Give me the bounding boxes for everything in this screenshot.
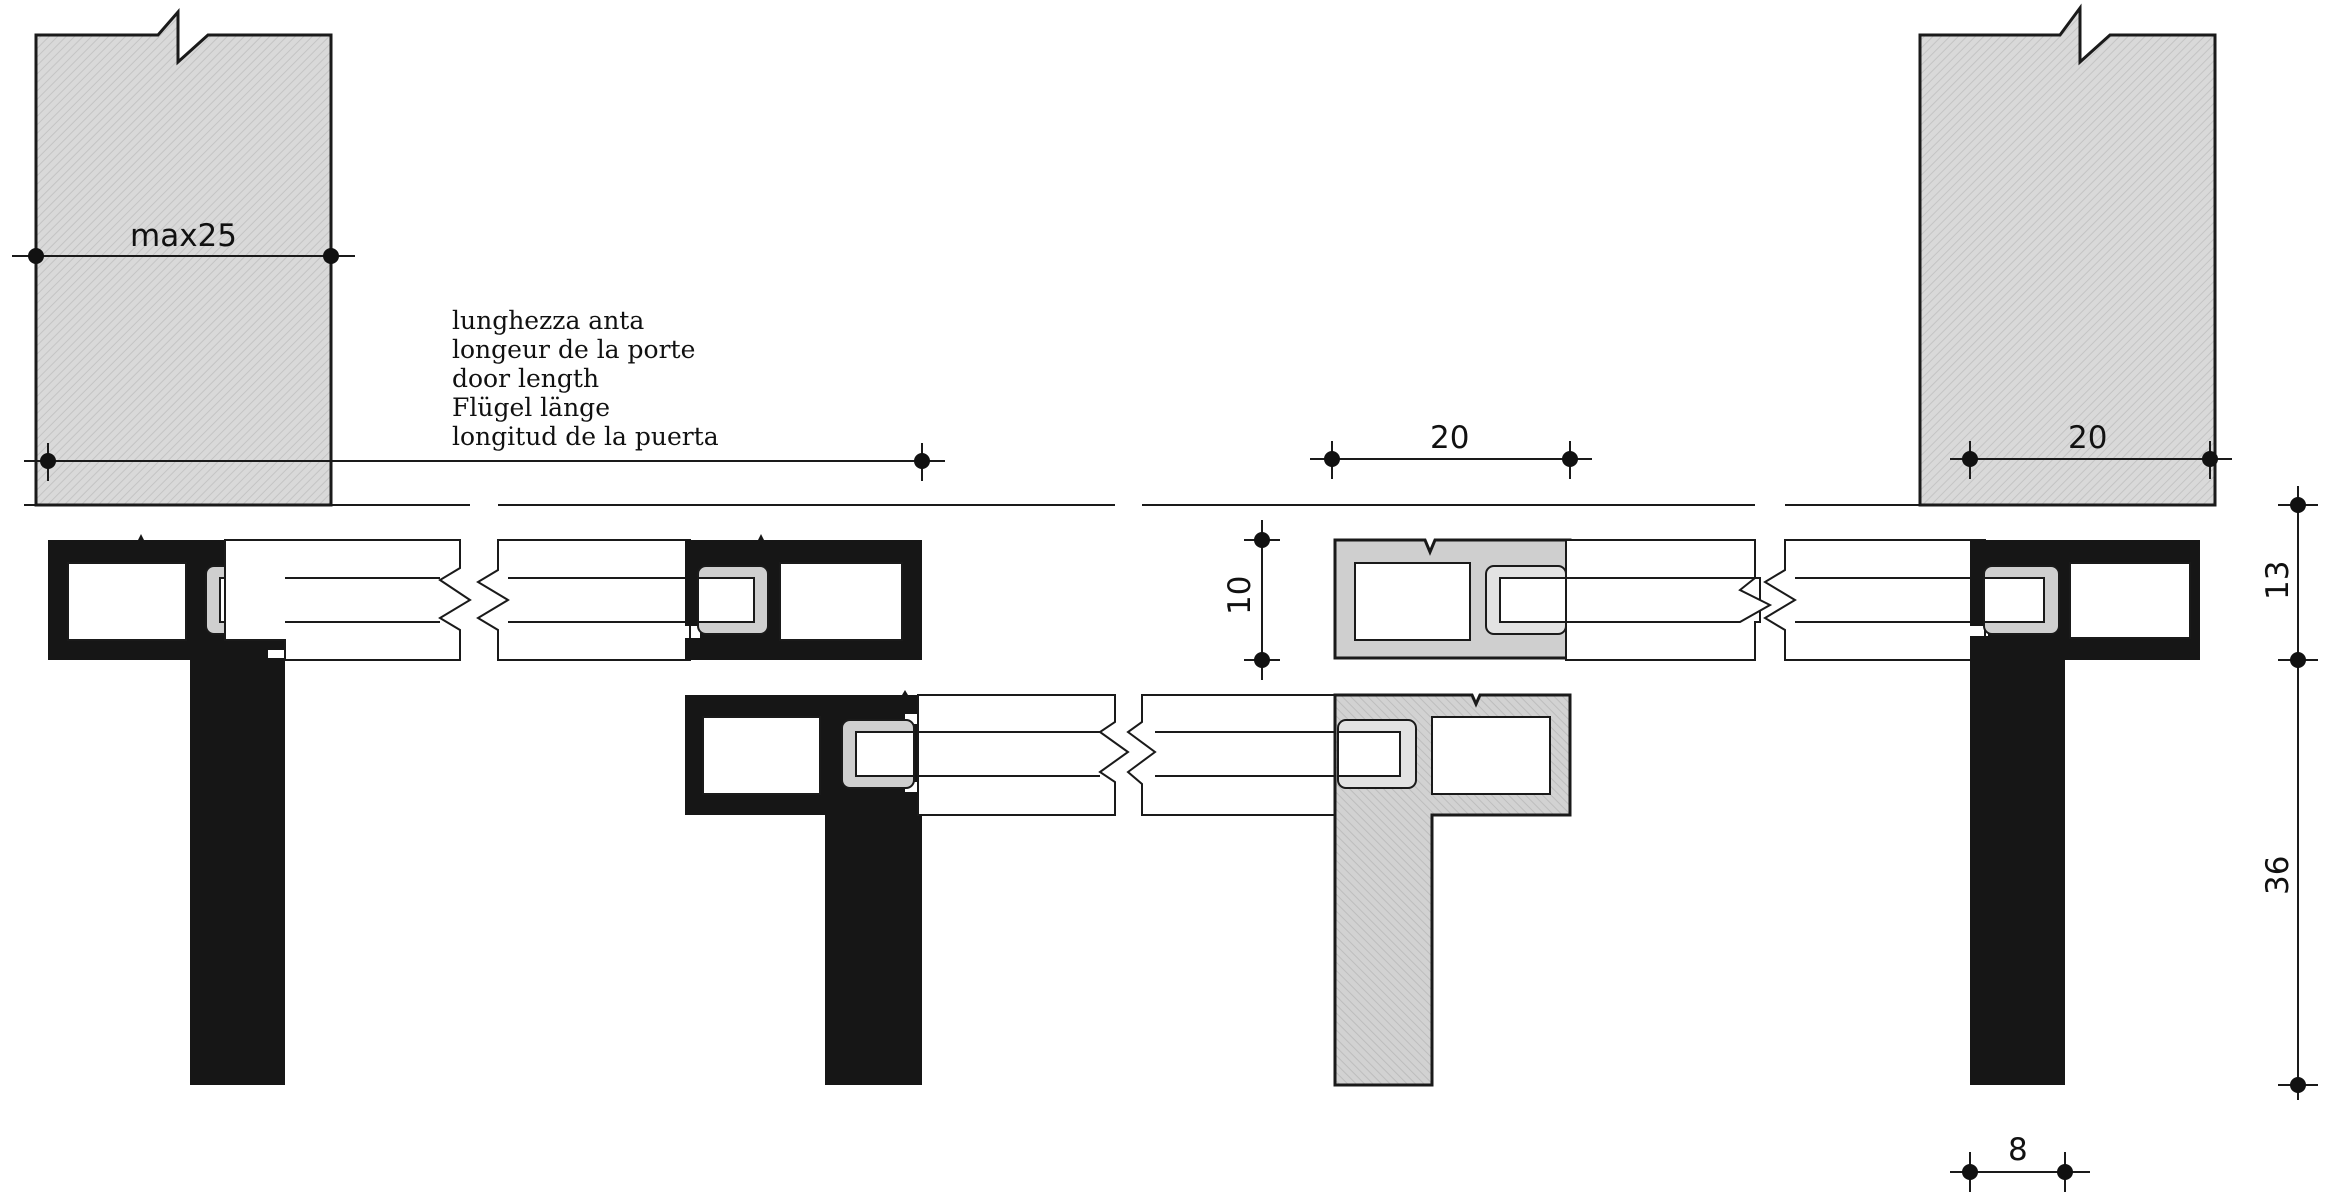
glass-panel-lower-right xyxy=(1126,694,1341,816)
profile-right xyxy=(1970,540,2200,1085)
dimension-post-width-label: 8 xyxy=(2008,1132,2028,1168)
glass-panel-right-top xyxy=(1763,539,1986,661)
profile-center-top xyxy=(685,534,922,660)
glass-panel-right-center-top xyxy=(1565,539,1773,661)
profile-center-right-lower xyxy=(1333,693,1572,1087)
legend-line-it: lunghezza anta xyxy=(452,306,644,335)
profile-center-lower xyxy=(685,690,922,1085)
legend-line-es: longitud de la puerta xyxy=(452,422,719,451)
dimension-offset-right: 20 xyxy=(1950,420,2232,479)
dimension-heights: 13 36 xyxy=(2260,486,2318,1100)
legend-line-en: door length xyxy=(452,364,599,393)
dimension-offset-middle-label: 20 xyxy=(1430,420,1469,456)
glass-panel-lower-left xyxy=(917,694,1130,816)
dimension-max-width: max25 xyxy=(12,218,355,276)
dimension-door-length xyxy=(24,443,945,481)
dimension-offset-middle: 20 xyxy=(1310,420,1592,479)
glass-panel-center-top xyxy=(476,539,691,661)
door-length-legend: lunghezza anta longeur de la porte door … xyxy=(452,306,719,451)
profile-right-center-top xyxy=(1333,538,1572,660)
glass-panel-left-top xyxy=(224,539,472,661)
legend-line-de: Flügel länge xyxy=(452,393,610,422)
dimension-offset-right-label: 20 xyxy=(2068,420,2107,456)
dimension-max-width-label: max25 xyxy=(130,218,237,254)
dimension-panel-thickness: 10 xyxy=(1222,520,1280,680)
dimension-panel-thickness-label: 10 xyxy=(1222,576,1258,615)
legend-line-fr: longeur de la porte xyxy=(452,335,695,364)
dimension-top-height-label: 13 xyxy=(2260,561,2296,600)
dimension-post-width: 8 xyxy=(1950,1132,2090,1192)
wall-left xyxy=(34,7,333,507)
dimension-post-height-label: 36 xyxy=(2260,856,2296,895)
